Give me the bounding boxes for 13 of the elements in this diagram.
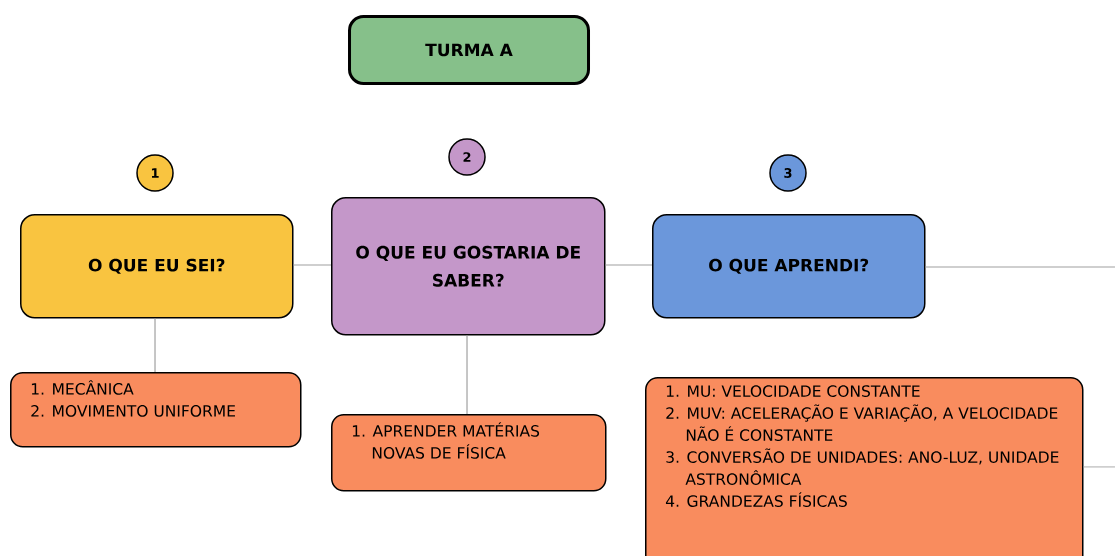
list-box: 1. MU: VELOCIDADE CONSTANTE 2. MUV: ACELERAÇÃO E VARIAÇÃO, A VELOCIDADE NÃO É CONSTANTE 3. CONVERSÃO DE UNIDADES: ANO-LUZ, UNIDADE ASTRONÔMICA 4. GRANDEZAS FÍSICAS [645,377,1084,556]
heading-box: O QUE APRENDI? [652,214,926,319]
heading-box: O QUE EU GOSTARIA DE SABER? [331,197,606,336]
list-box: 1. APRENDER MATÉRIAS NOVAS DE FÍSICA [331,414,607,492]
connector-line [924,266,1115,268]
list-box: 1. MECÂNICA 2. MOVIMENTO UNIFORME [10,372,302,448]
connector-line [466,334,468,415]
connector-line [154,317,156,373]
connector-line [604,264,653,266]
title-box: TURMA A [348,15,590,85]
connector-line [292,264,332,266]
connector-line [1082,466,1115,468]
heading-box: O QUE EU SEI? [20,214,294,319]
